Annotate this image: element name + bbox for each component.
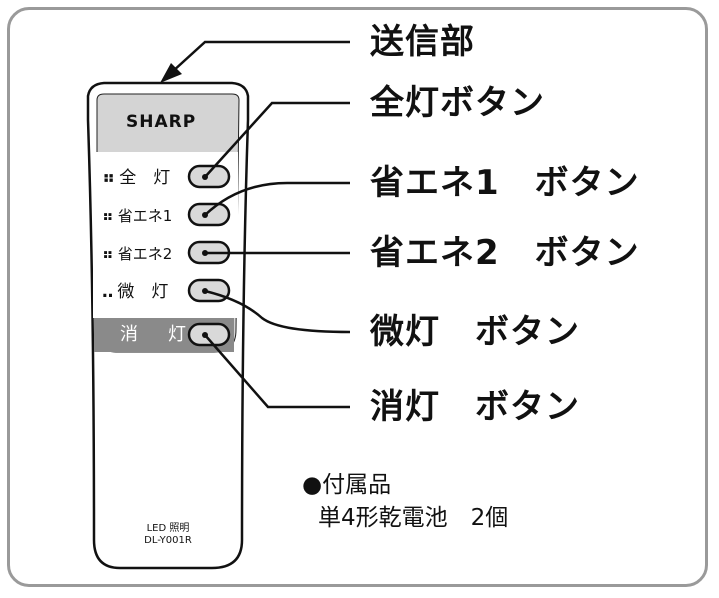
button-dim: [187, 278, 231, 303]
leader-off: [204, 334, 350, 409]
marker-dim: ‥: [102, 282, 114, 302]
button-label-eco2: ⠶省エネ2: [102, 244, 172, 264]
brand-logo: SHARP: [126, 112, 197, 132]
callout-eco2: 省エネ2 ボタン: [370, 233, 640, 273]
leader-dots: [202, 174, 208, 338]
button-label-dim: ‥微 灯: [102, 282, 168, 302]
marker-full: ⠶: [102, 168, 116, 188]
button-label-off: 消 灯: [120, 324, 192, 345]
accessories-title: ●付属品: [302, 472, 392, 498]
diagram-frame: [7, 7, 708, 587]
label-dim: 微 灯: [117, 282, 169, 302]
leader-full: [204, 101, 350, 178]
callout-transmitter: 送信部: [370, 22, 475, 62]
button-label-eco1: ⠶省エネ1: [102, 206, 172, 226]
callout-full-light: 全灯ボタン: [370, 83, 545, 123]
button-full: [187, 164, 231, 189]
arrow-head: [160, 63, 182, 83]
leader-transmitter: [171, 40, 350, 73]
callout-off: 消灯 ボタン: [370, 387, 580, 427]
button-label-full: ⠶全 灯: [102, 168, 170, 188]
model-line1: LED 照明: [146, 523, 190, 534]
callout-dim: 微灯 ボタン: [370, 312, 580, 352]
leader-dim: [204, 289, 351, 334]
accessories-item: 単4形乾電池 2個: [318, 505, 509, 531]
leader-eco1: [204, 181, 350, 216]
button-off: [187, 322, 231, 347]
label-eco2: 省エネ2: [117, 245, 173, 263]
button-eco1: [187, 202, 231, 227]
model-line2: DL-Y001R: [144, 535, 192, 546]
label-full: 全 灯: [119, 168, 171, 188]
marker-eco1: ⠶: [102, 207, 114, 225]
label-eco1: 省エネ1: [117, 207, 173, 225]
marker-eco2: ⠶: [102, 245, 114, 263]
leader-lines: [171, 40, 351, 409]
callout-eco1: 省エネ1 ボタン: [370, 163, 640, 203]
